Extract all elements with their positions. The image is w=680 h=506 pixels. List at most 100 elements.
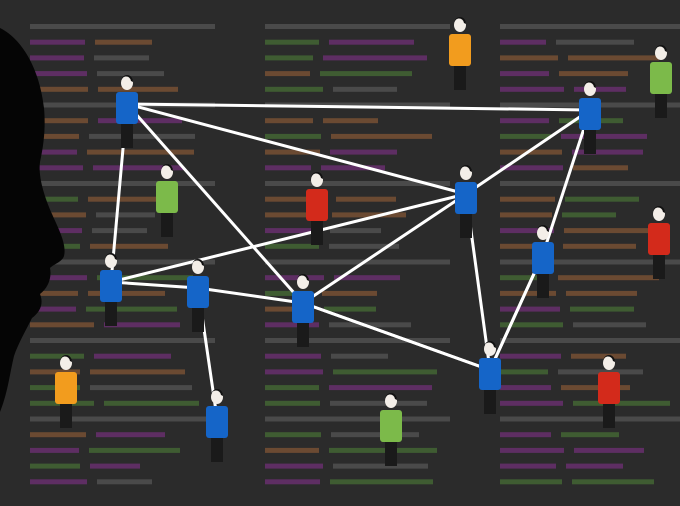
text-line bbox=[500, 165, 563, 171]
text-line bbox=[574, 86, 626, 92]
network-link bbox=[125, 102, 305, 305]
text-line bbox=[500, 149, 562, 155]
text-line bbox=[500, 447, 564, 453]
text-line bbox=[331, 353, 388, 359]
text-line bbox=[563, 243, 636, 249]
text-line bbox=[329, 447, 437, 453]
text-line bbox=[30, 338, 215, 343]
text-line bbox=[30, 55, 84, 61]
text-line bbox=[30, 181, 215, 186]
text-line bbox=[500, 400, 563, 406]
text-line bbox=[573, 165, 628, 171]
text-line bbox=[500, 181, 680, 186]
network-person bbox=[292, 274, 314, 347]
text-line bbox=[566, 463, 623, 469]
text-line bbox=[329, 243, 399, 249]
text-line bbox=[500, 71, 549, 77]
text-line bbox=[30, 369, 80, 375]
text-line bbox=[265, 39, 319, 45]
network-link bbox=[109, 280, 200, 290]
bystander-person bbox=[449, 17, 471, 90]
text-line bbox=[571, 353, 626, 359]
text-line bbox=[333, 463, 428, 469]
text-line bbox=[500, 196, 555, 202]
text-line bbox=[30, 196, 78, 202]
text-line bbox=[30, 353, 84, 359]
text-line bbox=[265, 181, 450, 186]
text-line bbox=[500, 322, 563, 328]
text-line bbox=[88, 196, 165, 202]
text-line bbox=[329, 39, 414, 45]
text-line bbox=[265, 86, 323, 92]
text-line bbox=[570, 306, 634, 312]
text-line bbox=[564, 228, 668, 234]
text-line bbox=[565, 196, 639, 202]
text-line bbox=[322, 290, 377, 296]
text-line bbox=[566, 290, 637, 296]
text-line bbox=[95, 39, 152, 45]
text-line bbox=[500, 338, 680, 343]
text-line bbox=[500, 24, 680, 29]
text-line bbox=[320, 71, 412, 77]
text-line bbox=[265, 322, 319, 328]
text-line bbox=[331, 133, 432, 139]
text-line bbox=[500, 118, 549, 124]
text-line bbox=[561, 385, 630, 391]
text-line bbox=[97, 275, 193, 281]
text-line bbox=[90, 243, 168, 249]
text-line bbox=[500, 39, 546, 45]
text-line bbox=[265, 479, 320, 485]
text-line bbox=[30, 275, 87, 281]
text-line bbox=[556, 39, 634, 45]
text-line bbox=[265, 259, 450, 265]
text-line bbox=[324, 306, 376, 312]
text-line bbox=[500, 353, 561, 359]
text-line bbox=[265, 416, 450, 422]
text-line bbox=[265, 196, 326, 202]
text-line bbox=[265, 447, 319, 453]
network-link bbox=[541, 108, 592, 256]
text-line bbox=[265, 149, 320, 155]
text-line bbox=[90, 385, 192, 391]
text-line bbox=[500, 290, 556, 296]
network-link bbox=[301, 301, 492, 372]
network-person bbox=[532, 225, 554, 298]
text-line bbox=[568, 55, 659, 61]
text-line bbox=[265, 353, 321, 359]
text-line bbox=[265, 24, 450, 29]
text-line bbox=[92, 228, 147, 234]
text-line bbox=[561, 432, 619, 438]
text-line bbox=[500, 55, 558, 61]
text-line bbox=[97, 71, 164, 77]
text-line bbox=[572, 149, 643, 155]
text-line bbox=[30, 39, 85, 45]
network-link bbox=[196, 286, 305, 305]
bystander-person bbox=[156, 164, 178, 237]
text-line bbox=[500, 306, 560, 312]
text-line bbox=[265, 71, 310, 77]
network-link bbox=[464, 108, 592, 196]
text-line bbox=[30, 149, 77, 155]
text-line bbox=[30, 212, 86, 218]
text-line bbox=[30, 306, 76, 312]
text-line bbox=[500, 369, 548, 375]
text-line bbox=[500, 243, 553, 249]
text-line bbox=[30, 71, 87, 77]
text-line bbox=[572, 479, 654, 485]
bystander-person bbox=[650, 45, 672, 118]
text-line bbox=[94, 55, 149, 61]
network-person bbox=[479, 341, 501, 414]
text-line bbox=[30, 416, 215, 422]
code-text-background bbox=[30, 24, 680, 485]
text-line bbox=[30, 463, 80, 469]
text-line bbox=[88, 290, 165, 296]
text-line bbox=[90, 463, 140, 469]
text-line bbox=[265, 212, 322, 218]
text-line bbox=[89, 133, 195, 139]
text-line bbox=[500, 228, 554, 234]
text-line bbox=[30, 86, 88, 92]
text-line bbox=[331, 432, 419, 438]
text-line bbox=[500, 133, 551, 139]
text-line bbox=[333, 369, 437, 375]
